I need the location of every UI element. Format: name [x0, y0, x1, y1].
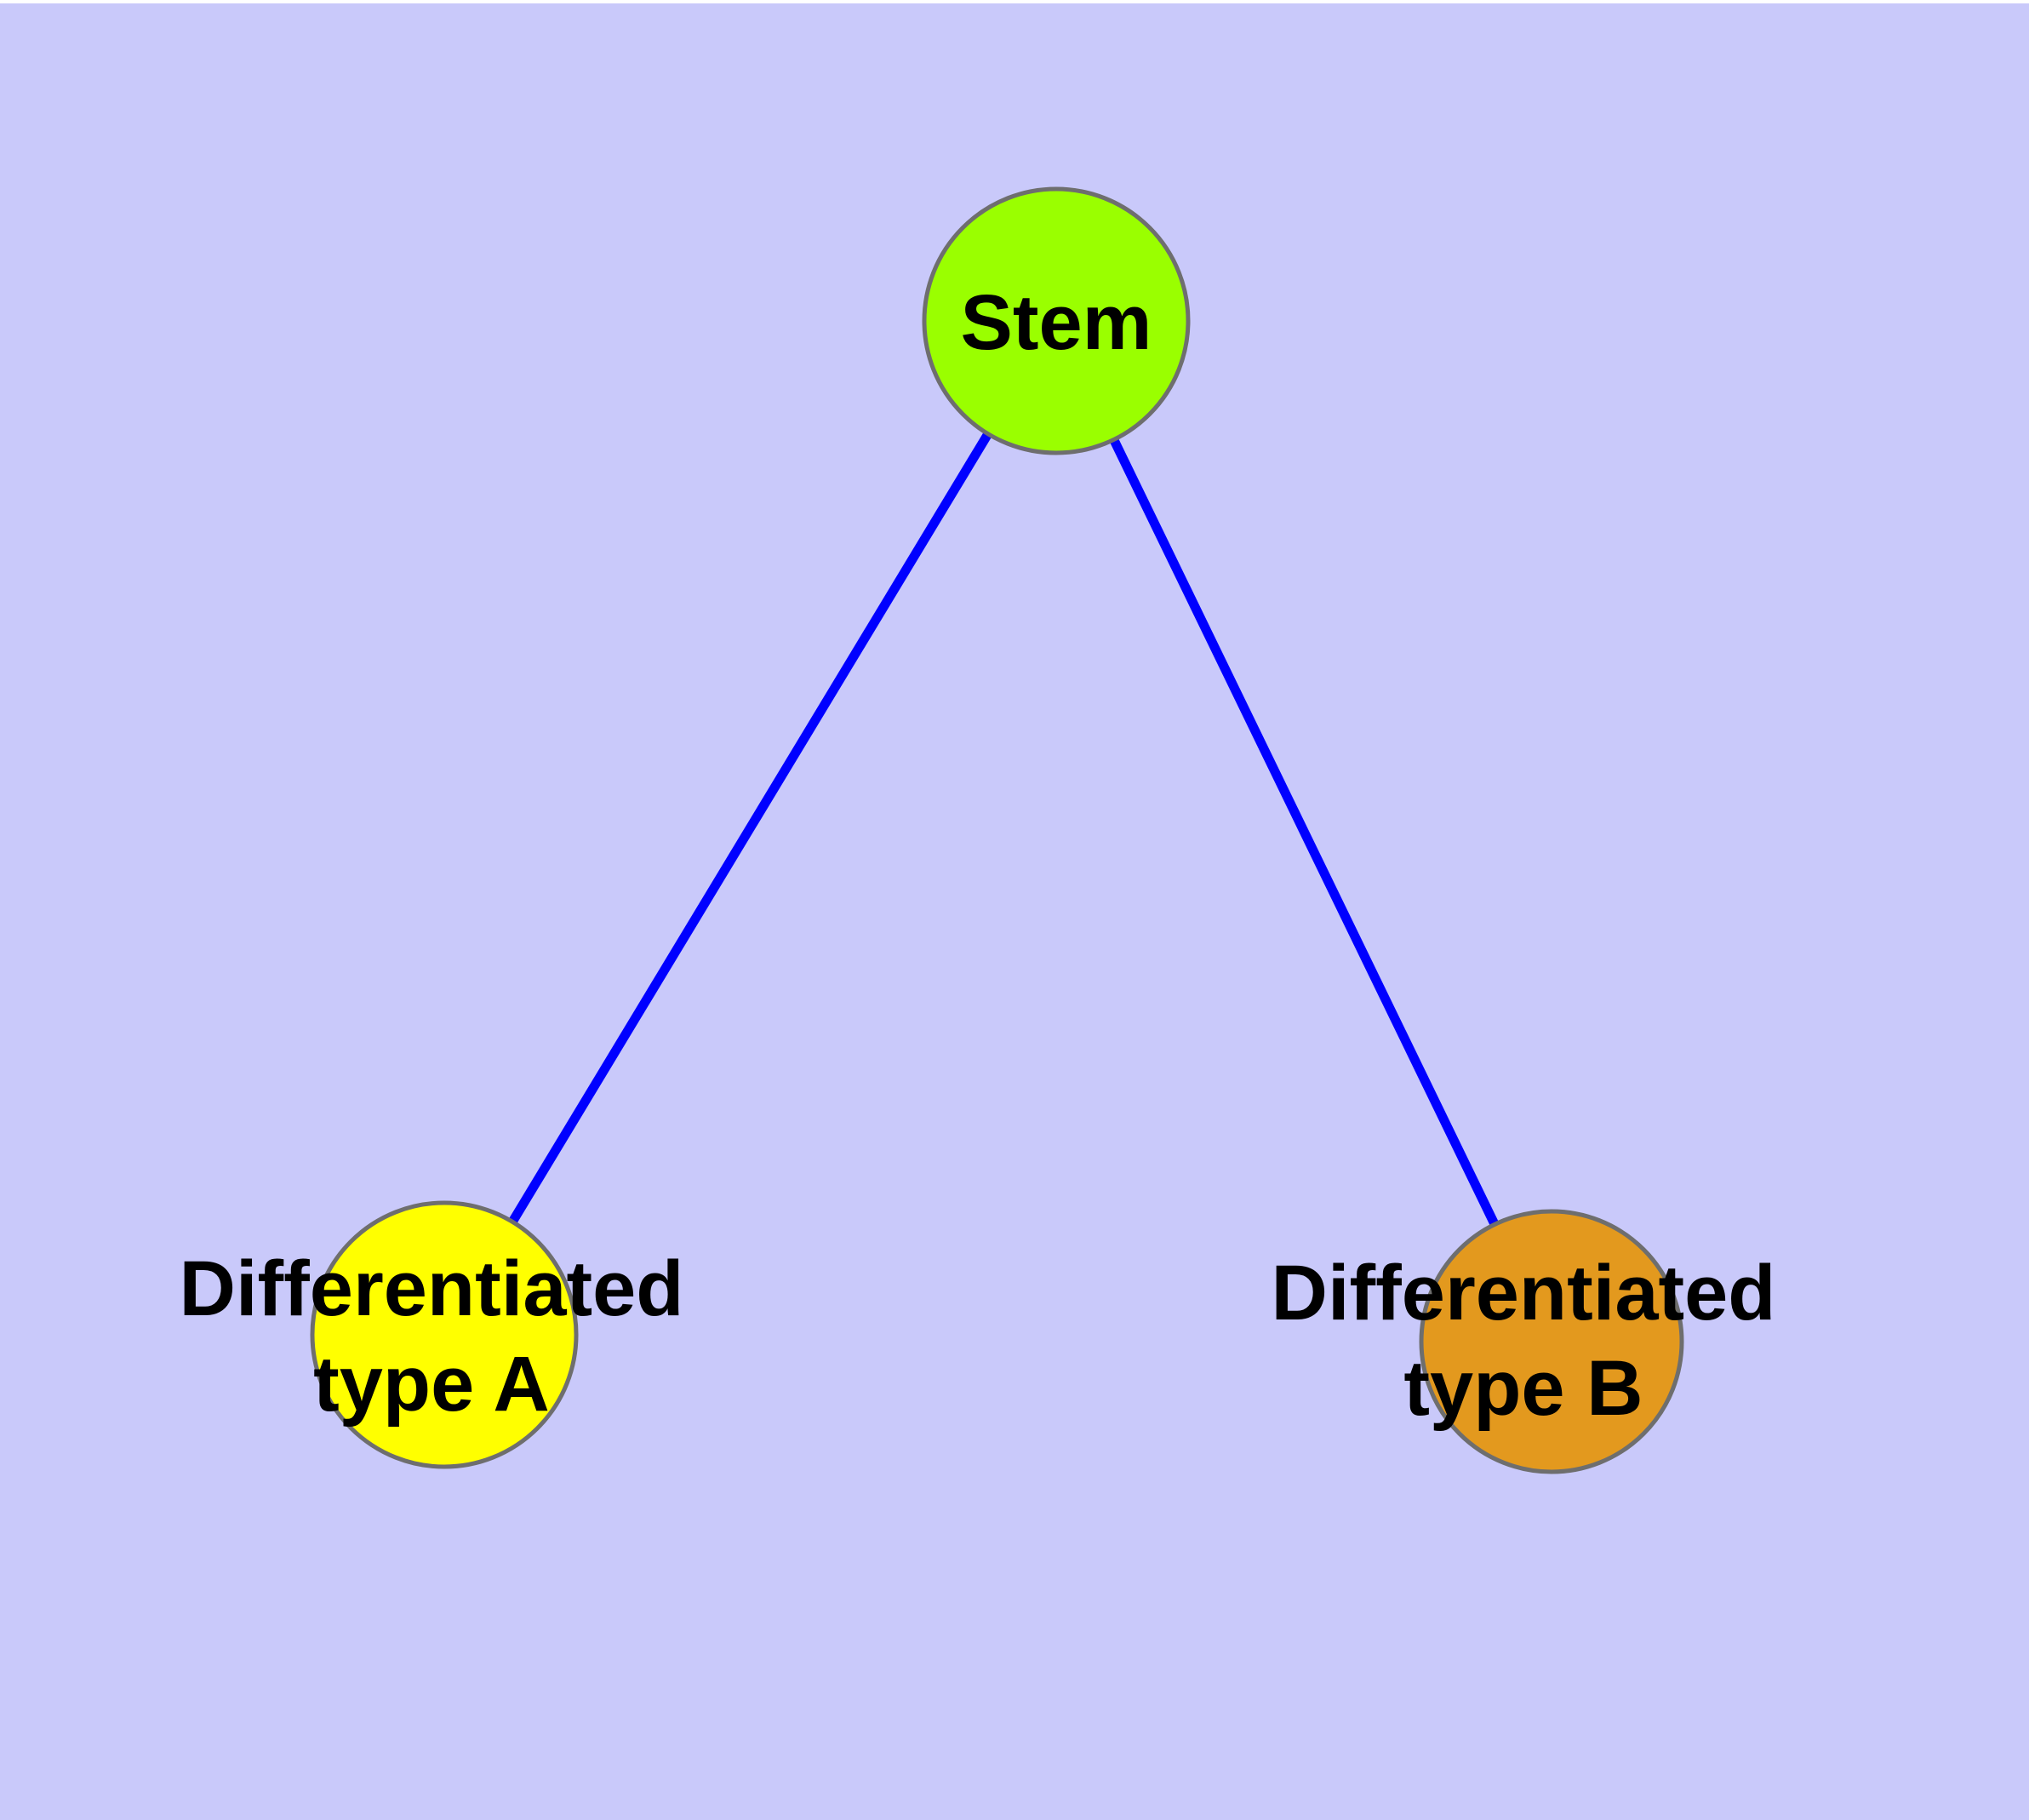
node-stem-circle [922, 186, 1191, 455]
edge-group [440, 318, 1556, 1344]
node-stem-label: Stem [961, 279, 1152, 366]
node-type-b-label-line1: Differentiated [1272, 1250, 1776, 1336]
edge-stem-to-type-a [440, 318, 1060, 1337]
node-type-a-circle [310, 1200, 579, 1469]
node-type-b-circle [1419, 1209, 1684, 1474]
node-type-a-label-line2: type A [313, 1341, 550, 1428]
node-type-a-label-line1: Differentiated [180, 1245, 684, 1332]
node-type-a: Differentiated type A [180, 1200, 684, 1469]
edge-stem-to-type-b [1052, 318, 1556, 1344]
node-stem: Stem [922, 186, 1191, 455]
node-type-b-label-line2: type B [1403, 1345, 1643, 1432]
node-type-b: Differentiated type B [1272, 1209, 1776, 1474]
